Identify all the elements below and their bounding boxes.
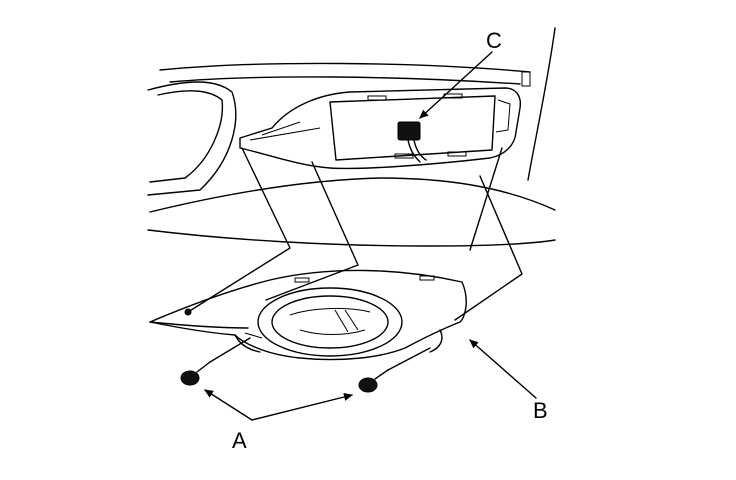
fog-light-garnish bbox=[149, 269, 467, 361]
callout-label-c: C bbox=[486, 28, 502, 53]
callout-label-b: B bbox=[533, 398, 548, 423]
callout-label-a: A bbox=[232, 428, 247, 453]
fog-light-connector bbox=[397, 121, 427, 163]
assembly-lines bbox=[187, 147, 523, 371]
front-bumper bbox=[147, 27, 556, 247]
screw-right bbox=[358, 369, 389, 393]
leader-lines bbox=[204, 51, 537, 421]
screw-left bbox=[180, 361, 211, 386]
